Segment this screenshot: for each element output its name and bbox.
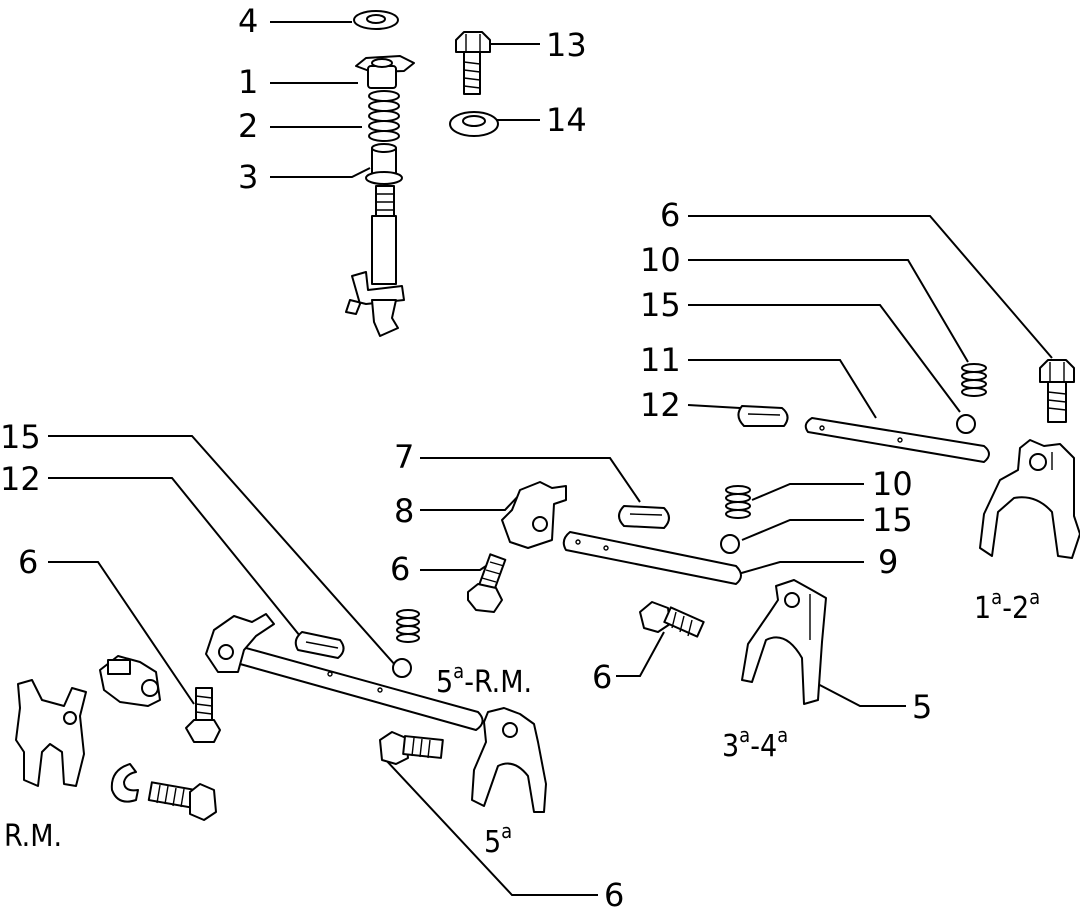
label-rm: R.M.: [4, 819, 62, 854]
callout-13: 13: [546, 26, 587, 64]
callout-15-mid: 15: [872, 501, 913, 539]
spring-cap-1: [355, 55, 415, 89]
callout-2: 2: [238, 107, 258, 145]
reverse-bracket: [99, 655, 161, 707]
callout-6-bolt: 6: [592, 658, 612, 696]
callout-1: 1: [238, 63, 258, 101]
callout-15-top: 15: [640, 286, 681, 324]
reverse-fork-rm: [15, 679, 87, 787]
gear-labels: 1a-2a 3a-4a 5a-R.M. 5a R.M.: [4, 585, 1040, 860]
ball-15-left: [392, 658, 412, 678]
fork-3-4: [741, 579, 827, 705]
spring-2: [368, 90, 400, 142]
callout-5: 5: [912, 688, 932, 726]
ball-15-mid: [720, 534, 740, 554]
callout-12-left: 12: [0, 460, 41, 498]
interlock-pin-12-top: [737, 405, 789, 427]
callout-6-bottom: 6: [604, 876, 624, 908]
callout-14: 14: [546, 101, 587, 139]
selector-shaft: [345, 185, 405, 337]
spring-5-rm: [396, 609, 420, 643]
bolt-13: [455, 31, 491, 95]
callout-3: 3: [238, 158, 258, 196]
fork-1-2: [979, 439, 1080, 559]
sleeve-3: [365, 143, 403, 185]
selector-dog-8: [501, 481, 567, 549]
callout-15-left: 15: [0, 418, 41, 456]
circlip: [110, 763, 139, 803]
bolt-6-fork-5: [379, 731, 444, 765]
callout-6-mid: 6: [390, 550, 410, 588]
fork-shaft-9: [562, 531, 742, 585]
washer-4: [353, 10, 399, 30]
interlock-pin-12-left: [294, 631, 345, 659]
callout-6-left: 6: [18, 543, 38, 581]
bolt-6-right: [1039, 359, 1075, 423]
callout-7: 7: [394, 438, 414, 476]
label-3a-4a: 3a-4a: [722, 723, 788, 764]
label-5a-rm: 5a-R.M.: [436, 659, 532, 700]
callout-4: 4: [238, 2, 258, 40]
leader-lines: [48, 21, 1053, 896]
callout-8: 8: [394, 492, 414, 530]
callout-10-top: 10: [640, 241, 681, 279]
spring-10-top: [961, 363, 987, 397]
bolt-rm: [147, 781, 217, 821]
callout-6-top: 6: [660, 196, 680, 234]
callout-11: 11: [640, 341, 681, 379]
washer-14: [449, 111, 499, 137]
bolt-6-mid: [467, 553, 507, 613]
bolt-6-fork-3-4: [639, 601, 705, 638]
fork-5: [471, 707, 547, 813]
selector-block-5-rm: [205, 613, 275, 673]
bolt-6-left: [185, 687, 221, 743]
interlock-pin-7: [618, 505, 670, 529]
label-1a-2a: 1a-2a: [974, 585, 1040, 626]
callout-12-top: 12: [640, 386, 681, 424]
label-5a: 5a: [484, 819, 512, 860]
callout-labels: 4 1 2 3 13 14 6 10 15 11 12 7 8 6 10 15 …: [0, 2, 932, 908]
callout-10-mid: 10: [872, 465, 913, 503]
ball-15-top: [956, 414, 976, 434]
callout-9: 9: [878, 543, 898, 581]
fork-shaft-11: [804, 417, 990, 463]
spring-10-mid: [725, 485, 751, 519]
